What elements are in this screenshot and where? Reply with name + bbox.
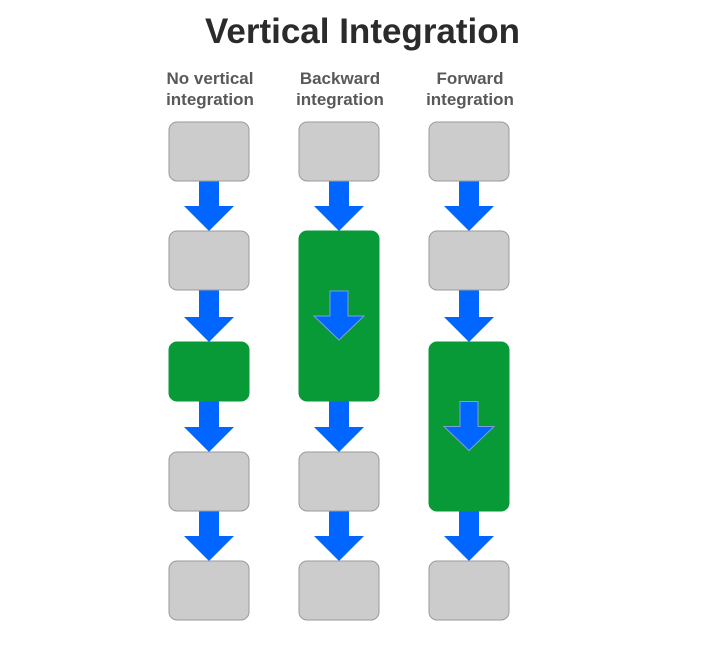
stage-box-no-vertical-2	[168, 230, 250, 291]
integrated-stage-no-vertical	[168, 341, 250, 402]
connector-arrow-forward-2	[444, 290, 494, 342]
connector-arrow-no-vertical-1	[184, 181, 234, 231]
stage-box-no-vertical-5	[168, 560, 250, 621]
stage-box-forward-1	[428, 121, 510, 182]
column-label-backward-line1: Backward	[299, 69, 381, 88]
connector-arrow-no-vertical-4	[184, 511, 234, 561]
connector-arrow-backward-3	[314, 401, 364, 452]
connector-arrow-forward-4	[444, 511, 494, 561]
column-label-forward-line1: Forward	[436, 69, 504, 88]
inner-flow-arrow-forward	[442, 401, 496, 452]
column-label-backward: Backward integration	[275, 68, 405, 110]
column-label-forward: Forward integration	[405, 68, 535, 110]
connector-arrow-no-vertical-3	[184, 401, 234, 452]
stage-box-backward-4	[298, 451, 380, 512]
column-label-no-vertical-line1: No vertical	[166, 69, 254, 88]
stage-box-backward-1	[298, 121, 380, 182]
column-label-no-vertical-line2: integration	[166, 90, 254, 109]
diagram-title: Vertical Integration	[204, 12, 521, 51]
connector-arrow-forward-1	[444, 181, 494, 231]
column-label-backward-line2: integration	[296, 90, 384, 109]
stage-box-no-vertical-1	[168, 121, 250, 182]
column-label-no-vertical: No vertical integration	[145, 68, 275, 110]
connector-arrow-backward-4	[314, 511, 364, 561]
inner-flow-arrow-backward	[312, 290, 366, 341]
stage-box-backward-5	[298, 560, 380, 621]
connector-arrow-no-vertical-2	[184, 290, 234, 342]
stage-box-forward-2	[428, 230, 510, 291]
column-label-forward-line2: integration	[426, 90, 514, 109]
stage-box-forward-5	[428, 560, 510, 621]
connector-arrow-backward-1	[314, 181, 364, 231]
stage-box-no-vertical-4	[168, 451, 250, 512]
